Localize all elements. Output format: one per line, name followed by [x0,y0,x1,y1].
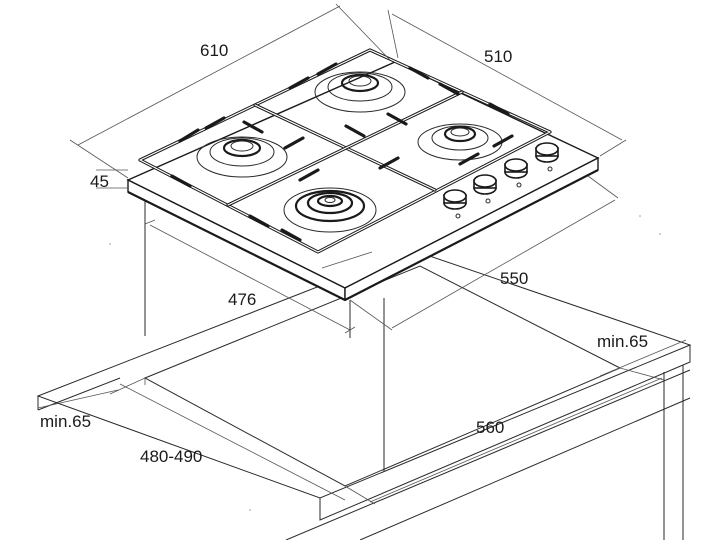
dim-cutout-depth-label: 480-490 [140,447,202,466]
knob-3 [504,158,528,188]
burner-front-left [196,136,288,178]
knob-2 [473,174,497,204]
knob-1 [443,189,467,219]
dim-clearance-left-label: min.65 [40,412,91,431]
dim-depth-top-label: 510 [484,47,512,66]
dim-cutout-width-label: 560 [476,418,504,437]
pan-support-grates [138,48,552,254]
hob-body [144,196,385,472]
dim-clearance-right-label: min.65 [597,332,648,351]
burner-rear-left [314,71,406,113]
hob-top-plate [126,61,600,302]
control-knobs [443,142,559,219]
worktop [36,249,692,540]
dim-body-depth-label: 476 [228,290,256,309]
dim-width-top-label: 610 [200,41,228,60]
dimension-lines [37,3,687,505]
cutout [143,265,622,487]
burner-front-wok [283,187,377,233]
dim-height-label: 45 [90,172,109,191]
dim-body-width-label: 550 [500,269,528,288]
knob-4 [535,142,559,172]
